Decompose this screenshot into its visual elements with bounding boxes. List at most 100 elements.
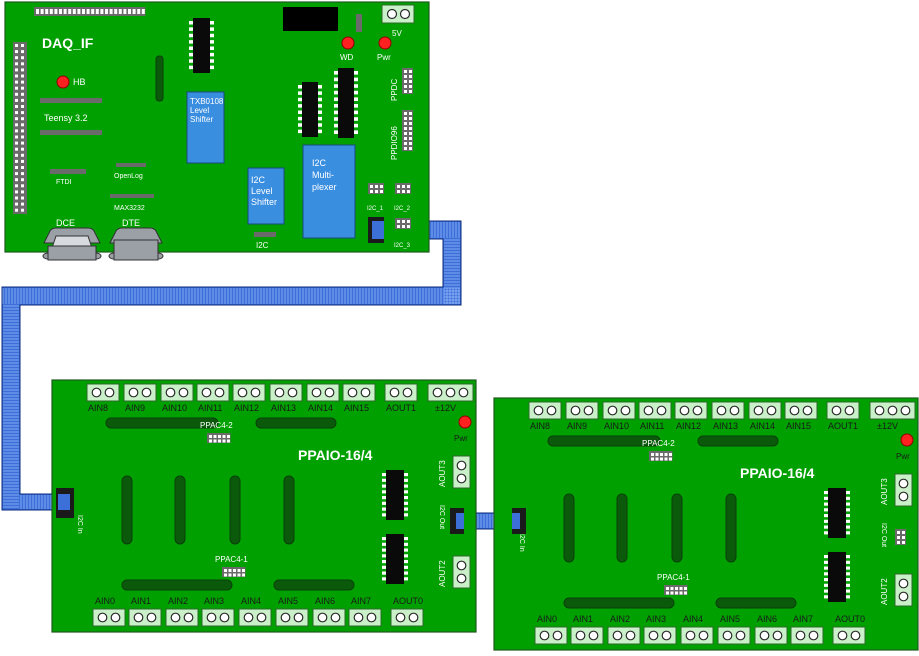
terminal-label: AOUT1 — [828, 421, 858, 431]
ic-chip-u2 — [298, 82, 322, 137]
wd-led — [341, 36, 355, 50]
terminal-label: AIN0 — [537, 614, 557, 624]
terminal-label: AIN3 — [204, 596, 224, 606]
terminal-label: AIN2 — [168, 596, 188, 606]
teensy-label: Teensy 3.2 — [44, 113, 88, 123]
terminal-ain14 — [306, 383, 340, 402]
aout2-label: AOUT2 — [438, 560, 447, 587]
i2c2-pins — [395, 183, 411, 194]
terminal-ain8 — [528, 401, 562, 420]
terminal-label: AIN4 — [241, 596, 261, 606]
terminal-ain15 — [784, 401, 818, 420]
aout3-label: AOUT3 — [438, 460, 447, 487]
openlog-header — [116, 163, 146, 167]
terminal-label: AIN13 — [271, 403, 296, 413]
left-i2c-in-cable-end — [58, 494, 70, 510]
ppac-top-label: PPAC4-2 — [642, 439, 675, 448]
terminal-ain11 — [638, 401, 672, 420]
terminal-ain4 — [238, 608, 272, 627]
terminal-aout2 — [452, 555, 471, 589]
ic-chips — [189, 18, 358, 138]
terminal-ain5 — [717, 626, 751, 645]
hb-led — [56, 75, 70, 89]
terminal-label: AIN15 — [786, 421, 811, 431]
terminal-aout3 — [452, 455, 471, 489]
ppdc-pins — [402, 68, 413, 94]
board-title: PPAIO-16/4 — [740, 465, 815, 481]
terminal-aout0 — [390, 608, 424, 627]
terminal-label: AIN11 — [198, 403, 222, 413]
terminal-aout1 — [384, 383, 418, 402]
pwr-led — [378, 36, 392, 50]
max3232-header — [110, 194, 154, 198]
display-module — [283, 7, 338, 31]
i2c-ribbon-cable-top-to-left — [1, 220, 462, 511]
ppac-top-header — [649, 451, 673, 461]
ic-chip-top — [824, 488, 850, 538]
terminal-ain13 — [711, 401, 745, 420]
terminal-ain14 — [748, 401, 782, 420]
right-i2c-in-cable-end — [512, 513, 520, 529]
right-i2c-out-header — [895, 529, 906, 545]
ppdio96-label: PPDIO96 — [390, 126, 399, 160]
top-pin-header — [34, 7, 146, 16]
slot-bottom-left — [121, 579, 233, 591]
terminal-ain0 — [92, 608, 126, 627]
terminal-label: AIN7 — [351, 596, 371, 606]
pwr-label: Pwr — [896, 452, 910, 461]
terminal-ain5 — [275, 608, 309, 627]
dce-label: DCE — [56, 218, 75, 228]
slot-vertical-4 — [725, 493, 737, 563]
svg-text:TXB0108: TXB0108 — [190, 97, 224, 106]
i2c-label: I2C — [256, 241, 269, 250]
terminal-aout2 — [894, 573, 913, 607]
ppdc-header — [402, 68, 413, 94]
ppac-bottom-header — [222, 567, 246, 577]
slot-top-left — [547, 435, 661, 447]
slot-bottom-right — [715, 597, 797, 609]
terminal-ain12 — [674, 401, 708, 420]
txb0108-level-shifter: TXB0108 Level Shifter — [186, 91, 225, 164]
top-pin-row — [34, 7, 146, 16]
slot-bottom-right — [273, 579, 355, 591]
terminal-ain3 — [201, 608, 235, 627]
i2c1-label: I2C_1 — [367, 206, 384, 212]
terminal-label: AIN10 — [162, 403, 187, 413]
ppac-bottom-label: PPAC4-1 — [657, 573, 690, 582]
terminal-label: AIN9 — [567, 421, 587, 431]
i2c-out-label: I2C Out — [880, 523, 887, 547]
left-pin-header — [13, 42, 27, 214]
svg-text:Shifter: Shifter — [251, 197, 277, 207]
ic-chip-u1 — [189, 18, 214, 73]
ppdc-label: PPDC — [390, 79, 399, 101]
5v-label: 5V — [392, 29, 402, 38]
slot-bottom-left — [563, 597, 675, 609]
slot-vertical-1 — [563, 493, 575, 563]
pwr-led — [900, 433, 914, 447]
terminal-ain11 — [196, 383, 230, 402]
terminal-label: AIN12 — [234, 403, 259, 413]
max3232-label: MAX3232 — [114, 205, 145, 212]
ppac-top-label: PPAC4-2 — [200, 421, 233, 430]
aout2-label: AOUT2 — [880, 578, 889, 605]
terminal-label: AIN6 — [757, 614, 777, 624]
slot-vertical-3 — [671, 493, 683, 563]
pwr-label: Pwr — [454, 434, 468, 443]
dce-connector — [42, 227, 102, 261]
terminal-label: AIN5 — [278, 596, 298, 606]
terminal-label: AIN7 — [793, 614, 813, 624]
i2c-header — [254, 232, 276, 237]
terminal-label: AIN0 — [95, 596, 115, 606]
i2c2-label: I2C_2 — [394, 206, 411, 212]
terminal-ain12 — [232, 383, 266, 402]
terminal-ain2 — [165, 608, 199, 627]
terminal-label: AIN12 — [676, 421, 701, 431]
terminal-label: AIN6 — [315, 596, 335, 606]
terminal-label: AIN14 — [308, 403, 333, 413]
terminal-ain1 — [570, 626, 604, 645]
terminal-ain8 — [86, 383, 120, 402]
pwr-led — [458, 415, 472, 429]
openlog-label: OpenLog — [114, 173, 143, 180]
